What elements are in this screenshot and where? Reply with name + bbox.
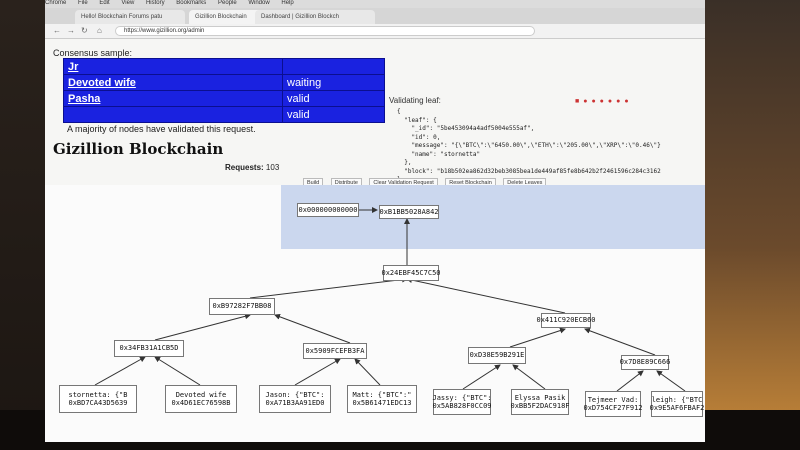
tree-edge	[294, 358, 341, 386]
browser-tab[interactable]: Hello! Blockchain Forums patu	[75, 10, 185, 24]
table-row: Jr	[63, 58, 385, 75]
validating-label: Validating leaf:	[389, 96, 441, 105]
url-input[interactable]: https://www.gizillion.org/admin	[115, 26, 535, 36]
status-cell: waiting	[282, 74, 385, 91]
status-cell: valid	[282, 90, 385, 107]
home-icon[interactable]: ⌂	[97, 26, 102, 35]
leaf-node[interactable]: Tejmeer Vad: 0xD754CF27F912	[584, 391, 643, 417]
menu-item[interactable]: Window	[248, 0, 270, 6]
block-node[interactable]: 0xB1BB5028A842	[379, 205, 439, 219]
requests-value: 103	[265, 163, 280, 172]
tree-edge	[616, 370, 644, 392]
tree-edge	[249, 276, 408, 299]
menu-item[interactable]: View	[121, 0, 135, 6]
tree-node[interactable]: 0x411C920ECB60	[537, 313, 596, 328]
tree-edge	[462, 364, 501, 390]
tree-edge	[512, 364, 546, 390]
majority-message: A majority of nodes have validated this …	[67, 124, 256, 134]
forward-icon[interactable]: →	[67, 26, 75, 35]
blockchain-band	[281, 185, 705, 249]
tree-edge	[274, 313, 351, 344]
status-cell	[282, 58, 385, 75]
tree-edge	[94, 356, 146, 386]
status-cell: valid	[282, 106, 385, 123]
menu-bar: Chrome File Edit View History Bookmarks …	[45, 0, 705, 8]
tab-bar: Hello! Blockchain Forums patu Gizillion …	[45, 8, 705, 24]
tree-node[interactable]: 0x5909FCEFB3FA	[303, 343, 367, 359]
merkle-root-node[interactable]: 0x24EBF45C7C50	[382, 265, 441, 281]
tree-edge	[154, 356, 201, 386]
reload-icon[interactable]: ↻	[81, 26, 88, 35]
table-row: Devoted wife waiting	[63, 74, 385, 91]
validating-leaf-json: { "leaf": { "_id": "5be453094a4adf5004e5…	[397, 108, 661, 183]
tree-node[interactable]: 0x34FB31A1CB5D	[114, 340, 184, 357]
table-row: Pasha valid	[63, 90, 385, 107]
menu-item[interactable]: Help	[281, 0, 294, 6]
tree-node[interactable]: 0xD38E59B291E	[468, 347, 526, 364]
node-link[interactable]: Jr	[68, 60, 79, 73]
address-bar: ← → ↻ ⌂ https://www.gizillion.org/admin	[45, 24, 705, 39]
projected-screen: Chrome File Edit View History Bookmarks …	[45, 0, 705, 442]
tree-edge	[509, 327, 566, 348]
menu-item[interactable]: History	[145, 0, 165, 6]
tree-edge	[154, 313, 251, 341]
tree-edge	[656, 370, 686, 392]
menu-item[interactable]: File	[78, 0, 88, 6]
menu-item[interactable]: Edit	[99, 0, 110, 6]
consensus-label: Consensus sample:	[53, 48, 133, 58]
leaf-node[interactable]: Matt: {"BTC":" 0x5B61471EDC13	[347, 385, 417, 413]
leaf-node[interactable]: Jassy: {"BTC": 0x5AB828F0CC09	[433, 389, 492, 415]
consensus-table: Jr Devoted wife waiting Pasha valid vali…	[63, 58, 385, 123]
tree-edges	[94, 207, 686, 392]
tree-edge	[406, 277, 566, 314]
tree-node[interactable]: 0x7D8E89C666	[620, 355, 670, 370]
room-wall-left	[0, 0, 52, 450]
tree-edge	[584, 327, 656, 356]
node-link[interactable]: Pasha	[68, 92, 101, 105]
extension-icons[interactable]: ■●●●●●●	[575, 98, 633, 105]
page-title: Gizillion Blockchain	[53, 140, 224, 158]
leaf-node[interactable]: Elyssa Pasik 0xBB5F2DAC918F	[511, 389, 570, 415]
browser-tab[interactable]: Dashboard | Gizillion Blockch	[255, 10, 375, 24]
tree-node[interactable]: 0xB97282F7BB08	[209, 298, 275, 315]
requests-count: Requests: 103	[225, 163, 279, 172]
merkle-tree-panel: 0x000000000000 0xB1BB5028A842 0x24EBF45C…	[45, 185, 705, 442]
table-row: valid	[63, 106, 385, 123]
leaf-node[interactable]: stornetta: {"B 0xBD7CA43D5639	[59, 385, 137, 413]
requests-label: Requests:	[225, 163, 264, 172]
menu-item[interactable]: Chrome	[45, 0, 67, 6]
leaf-node[interactable]: leigh: {"BTC 0x9E5AF6FBAF2	[650, 391, 704, 417]
tree-edge	[354, 358, 381, 386]
menu-item[interactable]: People	[217, 0, 237, 6]
menu-item[interactable]: Bookmarks	[176, 0, 207, 6]
back-icon[interactable]: ←	[53, 26, 61, 35]
leaf-node[interactable]: Jason: {"BTC": 0xA71B3AA91ED0	[259, 385, 331, 413]
genesis-block-node[interactable]: 0x000000000000	[297, 203, 359, 217]
leaf-node[interactable]: Devoted wife 0x4D61EC76598B	[165, 385, 237, 413]
node-link[interactable]: Devoted wife	[68, 76, 136, 89]
